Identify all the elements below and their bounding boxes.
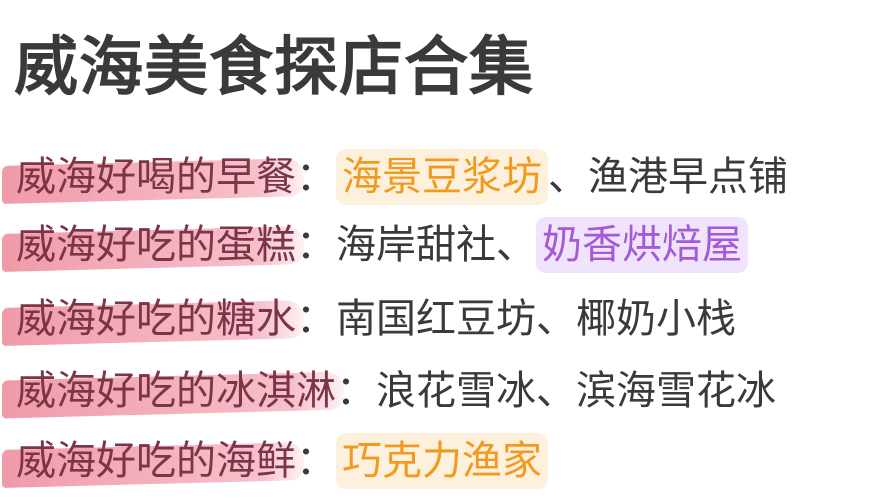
list-item-seafood: 威海好吃的海鲜 ： 巧克力渔家 — [16, 430, 548, 492]
list-item-cake: 威海好吃的蛋糕 ： 海岸甜社 、 奶香烘焙屋 — [16, 214, 748, 276]
shop-name: 南国红豆坊 — [336, 296, 536, 342]
shop-name-highlighted: 奶香烘焙屋 — [536, 217, 748, 273]
list-item-breakfast: 威海好喝的早餐 ： 海景豆浆坊 、 渔港早点铺 — [16, 146, 788, 208]
separator: 、 — [536, 368, 576, 414]
shop-name: 滨海雪花冰 — [576, 368, 776, 414]
category-label: 威海好吃的海鲜 — [16, 438, 296, 484]
category-label: 威海好吃的冰淇淋 — [16, 368, 336, 414]
category-label: 威海好吃的蛋糕 — [16, 222, 296, 268]
separator: 、 — [496, 222, 536, 268]
separator: 、 — [548, 154, 588, 200]
list-item-dessert-soup: 威海好吃的糖水 ： 南国红豆坊 、 椰奶小栈 — [16, 288, 736, 350]
category-label: 威海好吃的糖水 — [16, 296, 296, 342]
shop-name: 浪花雪冰 — [376, 368, 536, 414]
shop-name: 渔港早点铺 — [588, 154, 788, 200]
category-label: 威海好喝的早餐 — [16, 154, 296, 200]
shop-name: 海岸甜社 — [336, 222, 496, 268]
page-title: 威海美食探店合集 — [14, 31, 534, 105]
shop-name: 椰奶小栈 — [576, 296, 736, 342]
separator: 、 — [536, 296, 576, 342]
shop-name-highlighted: 海景豆浆坊 — [336, 149, 548, 205]
shop-name-highlighted: 巧克力渔家 — [336, 433, 548, 489]
list-item-ice-cream: 威海好吃的冰淇淋 ： 浪花雪冰 、 滨海雪花冰 — [16, 360, 776, 422]
